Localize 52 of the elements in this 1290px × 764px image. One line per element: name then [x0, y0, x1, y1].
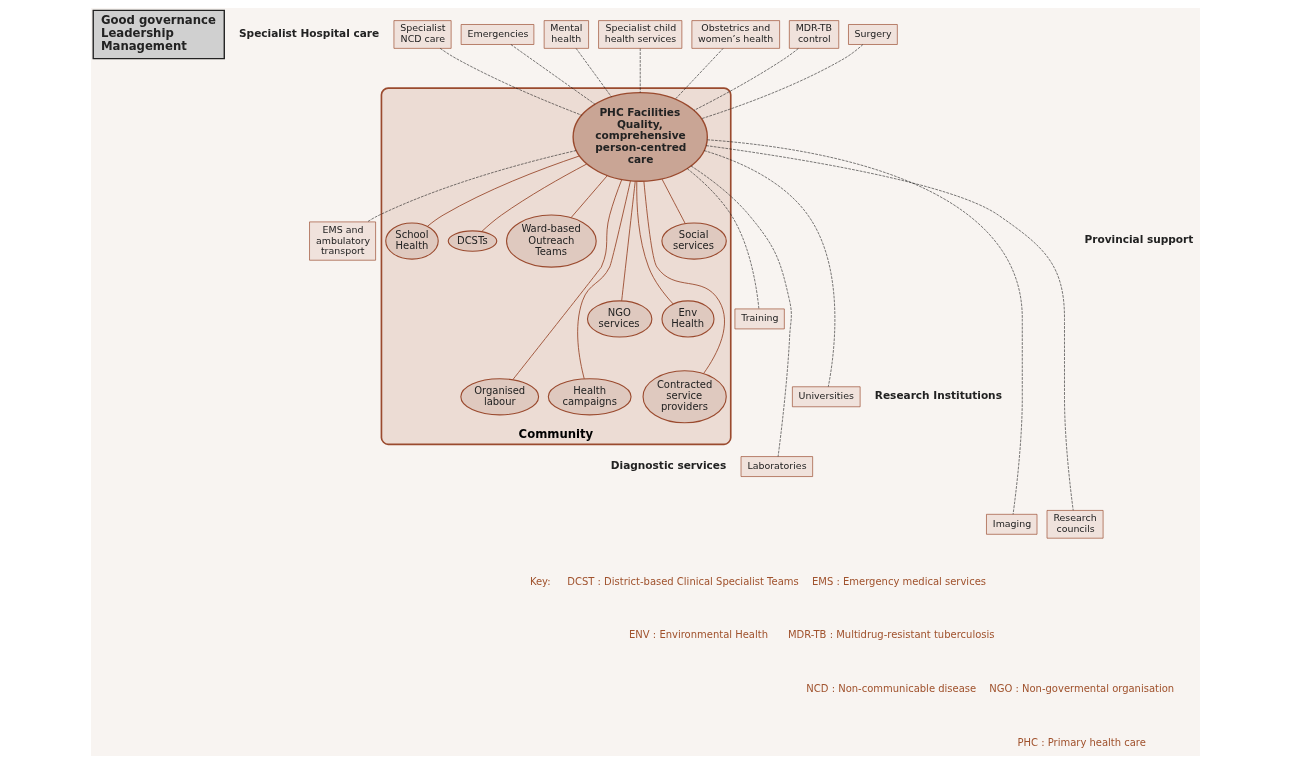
label: Key:	[529, 575, 551, 587]
node-ellipse: Health campaigns	[547, 378, 632, 416]
node-box: Laboratories	[740, 456, 813, 477]
connector	[510, 44, 595, 105]
label: Provincial support	[1083, 233, 1193, 246]
node-box: EMS and ambulatory transport	[308, 221, 376, 261]
connector	[570, 175, 608, 219]
connector	[660, 178, 686, 225]
label: NGO : Non-govermental organisation	[988, 683, 1174, 695]
connector	[705, 145, 1073, 511]
node-box: Specialist child health services	[597, 20, 682, 49]
connector	[439, 48, 582, 116]
node-ellipse: Ward-based Outreach Teams	[505, 214, 597, 268]
node-ellipse: School Health	[384, 222, 439, 260]
node-box: Emergencies	[460, 24, 534, 45]
connector	[639, 48, 640, 93]
connector	[620, 180, 636, 302]
node-box: MDR-TB control	[788, 20, 839, 49]
connector	[576, 180, 631, 380]
node-box: Specialist NCD care	[393, 20, 451, 49]
node-ellipse: Social services	[660, 222, 727, 260]
connector	[426, 155, 580, 227]
node-ellipse: DCSTs	[447, 230, 497, 252]
connector	[703, 150, 835, 387]
label: NCD : Non-communicable disease	[805, 683, 976, 695]
node-ellipse: Contracted service providers	[642, 370, 727, 424]
label: EMS : Emergency medical services	[811, 575, 986, 587]
node-box: Imaging	[985, 514, 1037, 535]
connector	[674, 48, 723, 100]
label: ENV : Environmental Health	[628, 629, 768, 641]
node-box: Training	[734, 308, 785, 330]
node-box: Obstetrics and women’s health	[691, 20, 780, 49]
node-box: Research councils	[1046, 510, 1103, 539]
node-box: Good governance Leadership Management	[92, 9, 225, 60]
connector	[706, 139, 1023, 515]
label: PHC : Primary health care	[1017, 737, 1146, 749]
label: MDR-TB : Multidrug-resistant tuberculosis	[787, 629, 994, 641]
node-box: Universities	[791, 386, 860, 408]
connector	[511, 179, 622, 380]
connector	[635, 180, 673, 305]
label: Specialist Hospital care	[238, 26, 379, 39]
node-box: Mental health	[543, 20, 589, 49]
label: DCST : District-based Clinical Specialist Teams	[566, 575, 799, 587]
node-ellipse: Organised labour	[459, 378, 539, 416]
connector	[575, 48, 612, 98]
node-box: Surgery	[847, 24, 898, 45]
connector	[480, 163, 587, 232]
label: Research Institutions	[874, 388, 1002, 401]
label: Diagnostic services	[610, 458, 726, 471]
node-ellipse: Env Health	[660, 300, 715, 338]
node-ellipse: NGO services	[586, 300, 652, 338]
node-ellipse: PHC Facilities Quality, comprehensive person-centred care	[571, 91, 708, 182]
